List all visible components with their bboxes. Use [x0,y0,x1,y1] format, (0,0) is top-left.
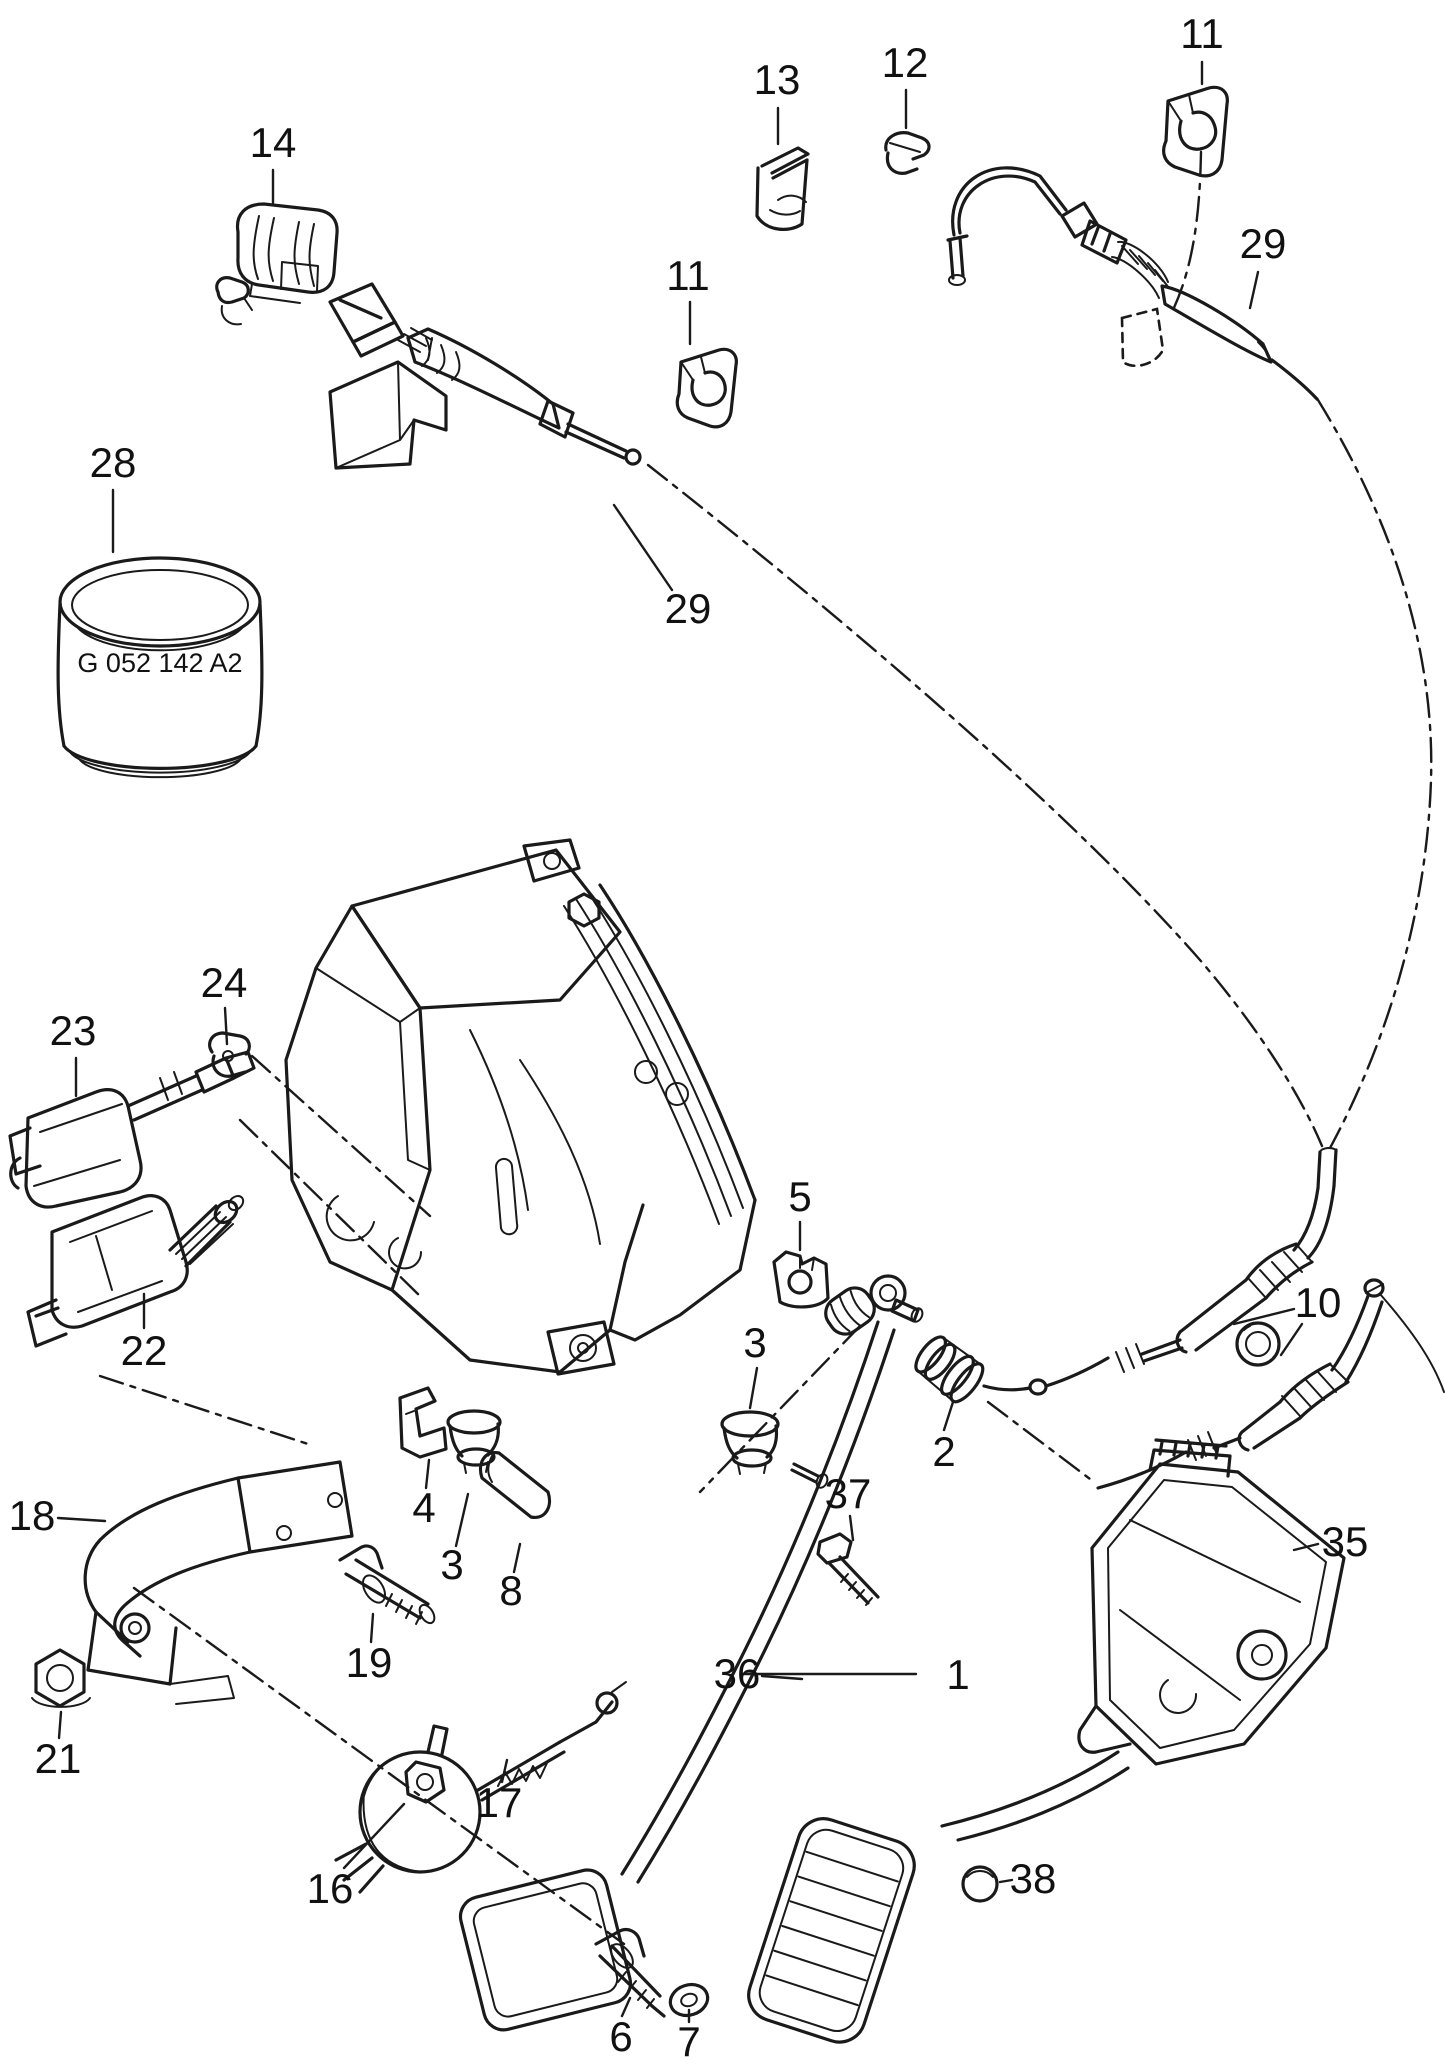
part-label-3-18: 3 [440,1541,463,1588]
leader-line-6-24 [620,1996,632,2018]
part-label-21-21: 21 [35,1735,82,1782]
support-bracket-18 [83,1460,354,1705]
part-label-3-12: 3 [743,1319,766,1366]
pedal-pad-36 [747,1817,916,2044]
part-label-12-2: 12 [882,39,929,86]
leader-line-37-26 [848,1514,855,1542]
part-label-1-15: 1 [946,1651,969,1698]
pedal-1 [458,1320,896,2032]
part-label-11-5: 11 [666,252,710,299]
leader-line-2-13 [942,1400,955,1432]
switch-23 [8,1050,256,1209]
pedal-pivot [869,1274,924,1323]
leader-line-35-27 [1292,1542,1320,1552]
part-label-28-7: 28 [90,439,137,486]
leader-line-38-29 [998,1878,1014,1884]
pedal-mounting-bracket [98,838,1096,1946]
bushing-small [824,1286,876,1336]
cable-clip-11-top-right [1162,85,1229,178]
part-label-19-20: 19 [346,1639,393,1686]
part-label-6-24: 6 [609,2013,632,2060]
retainer-clip-12 [884,131,931,175]
throttle-cable-29-left [215,276,1324,1148]
leader-line-29-4 [1248,270,1260,310]
ghost-clip-outline [1120,307,1165,367]
part-label-4-17: 4 [412,1484,435,1531]
part-label-2-13: 2 [932,1428,955,1475]
leader-line-3-12 [748,1366,759,1410]
switch-22 [26,1194,245,1348]
part-label-24-9: 24 [201,959,248,1006]
nut-16 [404,1760,446,1804]
part-label-35-27: 35 [1322,1518,1369,1565]
canister-part-number: G 052 142 A2 [77,648,242,678]
part-label-18-16: 18 [9,1492,56,1539]
part-label-11-3: 11 [1180,10,1224,57]
part-label-13-1: 13 [754,56,801,103]
vacuum-actuator-17 [334,1681,627,1894]
bolt-19 [338,1544,436,1625]
retainer-clip-13 [755,146,810,231]
nut-10 [1235,1321,1281,1367]
leader-line-8-19 [512,1542,522,1574]
leader-line-17-23 [500,1758,509,1784]
cap-38 [961,1865,999,1903]
part-label-22-10: 22 [121,1327,168,1374]
part-label-38-29: 38 [1010,1855,1057,1902]
accelerator-module-35 [940,1438,1346,1842]
part-label-36-28: 36 [714,1650,761,1697]
clamp-24 [208,1031,251,1078]
washer-7 [668,1982,710,2018]
bolt-37 [816,1532,880,1606]
leader-line-21-21 [57,1710,63,1740]
cable-lower-ends [982,1147,1445,1490]
grommet-3-right [720,1410,829,1489]
retainer-clip-14 [235,202,339,304]
leader-line-4-17 [424,1458,431,1490]
hex-nut-21 [31,1648,91,1708]
part-label-5-11: 5 [788,1173,811,1220]
part-label-16-22: 16 [307,1865,354,1912]
throttle-cable-29-upper [946,150,1433,1150]
leader-line-10-14 [1232,1307,1296,1326]
part-label-37-26: 37 [825,1470,872,1517]
leader-line-3-18 [454,1492,470,1548]
part-label-10-14: 10 [1295,1279,1342,1326]
clip-5 [772,1250,830,1309]
leader-line-36-28 [760,1674,804,1681]
grommet-3-left [446,1409,502,1474]
part-label-14-0: 14 [250,119,297,166]
tab-4 [398,1386,448,1459]
firewall-bracket [328,337,448,470]
cable-clip-11-middle [675,347,738,429]
leader-line-24-9 [223,1006,229,1046]
spacer-sleeve-8 [478,1451,552,1519]
leader-line-19-20 [369,1612,375,1644]
leader-line-29-6 [612,503,674,592]
leader-line-16-22 [342,1802,406,1870]
part-label-29-6: 29 [665,585,712,632]
part-label-8-19: 8 [499,1567,522,1614]
part-label-17-23: 17 [476,1779,523,1826]
canister-28: G 052 142 A2 [56,556,264,779]
part-label-29-4: 29 [1240,220,1287,267]
bushing-2 [914,1335,985,1404]
part-label-23-8: 23 [50,1007,97,1054]
bolt-6 [594,1928,666,2018]
leader-line-10-14 [1279,1322,1304,1357]
leader-line-18-16 [56,1516,107,1523]
part-label-7-25: 7 [677,2018,700,2065]
